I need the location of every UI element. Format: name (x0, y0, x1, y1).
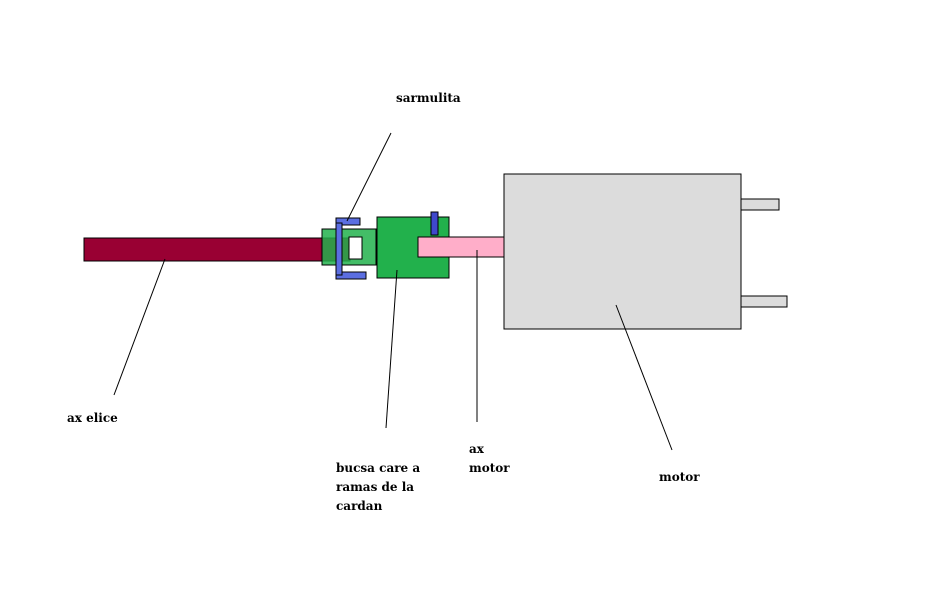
label-sarmulita: sarmulita (396, 91, 461, 105)
motor-terminal-top (740, 198, 780, 211)
label-motor: motor (659, 470, 700, 484)
label-bucsa-line1: bucsa care a (336, 461, 421, 475)
leader-motor (615, 304, 673, 451)
leader-bucsa (385, 269, 398, 429)
motor-body (503, 173, 742, 330)
label-ax-elice: ax elice (67, 411, 118, 425)
coupling-left-window (348, 236, 363, 260)
label-ax-motor-line2: motor (469, 461, 510, 475)
leader-ax-elice (113, 258, 166, 396)
motor-terminal-bottom (740, 295, 788, 308)
bucsa-pin (430, 211, 439, 236)
sarmulita-vertical (335, 222, 343, 276)
ax-elice-shaft (83, 237, 351, 262)
label-bucsa-line2: ramas de la (336, 480, 415, 494)
label-bucsa-line3: cardan (336, 499, 383, 513)
leader-sarmulita (346, 132, 392, 222)
ax-motor-shaft (417, 236, 505, 258)
label-ax-motor-line1: ax (469, 442, 484, 456)
